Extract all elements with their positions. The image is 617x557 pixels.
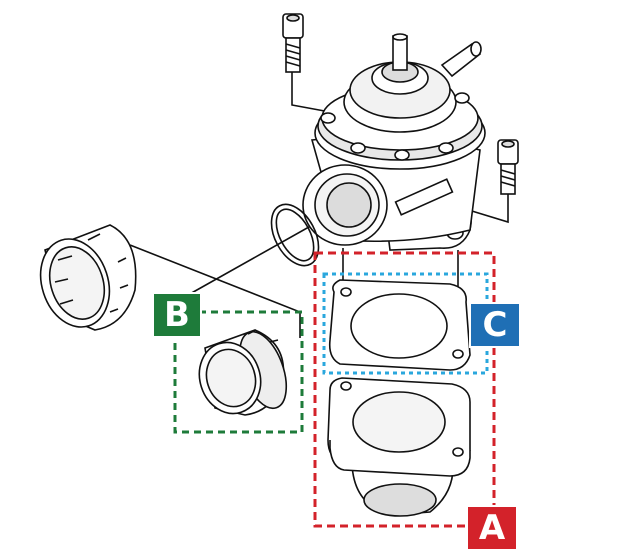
outlet-fitting	[198, 329, 288, 416]
gasket	[328, 279, 471, 371]
box-b-outline	[173, 310, 304, 434]
flange-adapter	[327, 377, 471, 517]
sleeve-adapter	[39, 224, 137, 331]
bolt-right	[497, 139, 519, 195]
part-label-c: C	[469, 302, 521, 348]
box-a-outline	[313, 251, 496, 528]
valve-body	[302, 33, 486, 251]
part-label-a: A	[466, 505, 518, 551]
part-label-b: B	[152, 292, 202, 338]
o-ring	[270, 203, 320, 267]
box-c-outline	[322, 272, 489, 375]
bolt-top-left	[282, 13, 304, 73]
